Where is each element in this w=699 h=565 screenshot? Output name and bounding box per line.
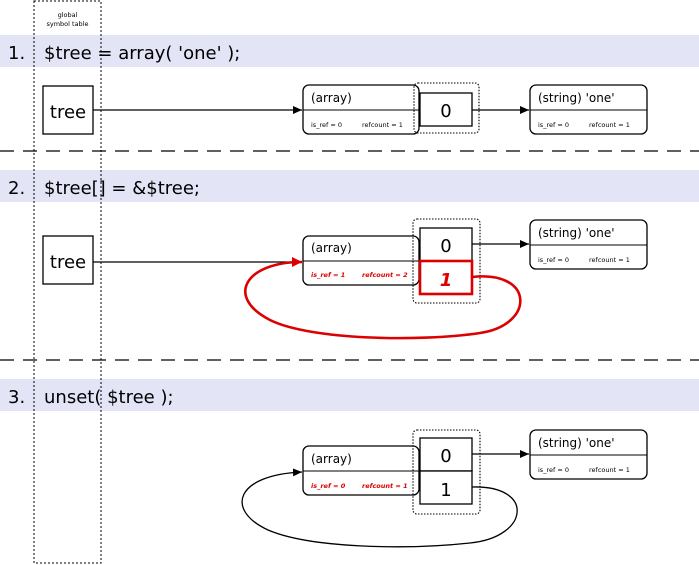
string-zval-is-ref: is_ref = 0	[538, 121, 569, 129]
hashtable-outline	[413, 82, 480, 134]
zval-is-ref: is_ref = 0	[311, 121, 342, 129]
zval-refcount: refcount = 1	[362, 482, 408, 490]
self-reference-loop	[241, 468, 518, 548]
step-3-code: unset( $tree );	[44, 387, 174, 408]
step-2-code: $tree[] = &$tree;	[44, 178, 200, 199]
hashtable-outline	[412, 429, 481, 515]
variable-box	[42, 235, 94, 285]
string-zval-refcount: refcount = 1	[589, 256, 630, 264]
hashtable-slot	[419, 470, 473, 505]
variable-box	[42, 85, 94, 135]
symbol-table-column	[33, 0, 102, 564]
hashtable-slot-key: 1	[440, 480, 451, 501]
hashtable-slot	[419, 437, 473, 472]
step-2-diagram: tree (array) is_ref = 1 refcount = 2 0 1…	[42, 218, 648, 340]
zval-is-ref: is_ref = 0	[311, 482, 346, 490]
string-zval-is-ref: is_ref = 0	[538, 466, 569, 474]
self-reference-loop	[244, 257, 522, 340]
step-3-header-band	[0, 379, 699, 411]
step-2-header-band	[0, 170, 699, 202]
zval-type-label: (array)	[311, 91, 352, 105]
hashtable-slot-key: 0	[440, 446, 451, 467]
symbol-table-label: symbol table	[46, 20, 88, 28]
string-zval-refcount: refcount = 1	[589, 121, 630, 129]
variable-label: tree	[50, 102, 86, 123]
string-zval-type-label: (string) 'one'	[538, 91, 615, 105]
zval-refcount: refcount = 2	[362, 271, 408, 279]
zval-is-ref: is_ref = 1	[311, 271, 345, 279]
hashtable-slot-key: 1	[440, 270, 453, 291]
step-3-number: 3.	[8, 387, 25, 408]
hashtable-slot-key: 0	[440, 101, 451, 122]
step-1-diagram: tree (array) is_ref = 0 refcount = 1 0 (…	[42, 82, 648, 135]
string-zval-type-label: (string) 'one'	[538, 226, 615, 240]
zval-type-label: (array)	[311, 241, 352, 255]
step-2-number: 2.	[8, 178, 25, 199]
step-1-code: $tree = array( 'one' );	[44, 43, 240, 64]
string-zval-is-ref: is_ref = 0	[538, 256, 569, 264]
step-1-header-band	[0, 35, 699, 67]
hashtable-slot-highlighted	[418, 259, 474, 296]
step-1-number: 1.	[8, 43, 25, 64]
symbol-table-label: global	[58, 11, 78, 19]
hashtable-slot-key: 0	[440, 236, 451, 257]
variable-label: tree	[50, 252, 86, 273]
zval-type-label: (array)	[311, 452, 352, 466]
zval-refcount: refcount = 1	[362, 121, 403, 129]
hashtable-outline	[412, 218, 481, 304]
string-zval-refcount: refcount = 1	[589, 466, 630, 474]
step-3-diagram: (array) is_ref = 0 refcount = 1 0 1 (str…	[241, 429, 648, 548]
string-zval-type-label: (string) 'one'	[538, 436, 615, 450]
hashtable-slot	[419, 92, 473, 127]
